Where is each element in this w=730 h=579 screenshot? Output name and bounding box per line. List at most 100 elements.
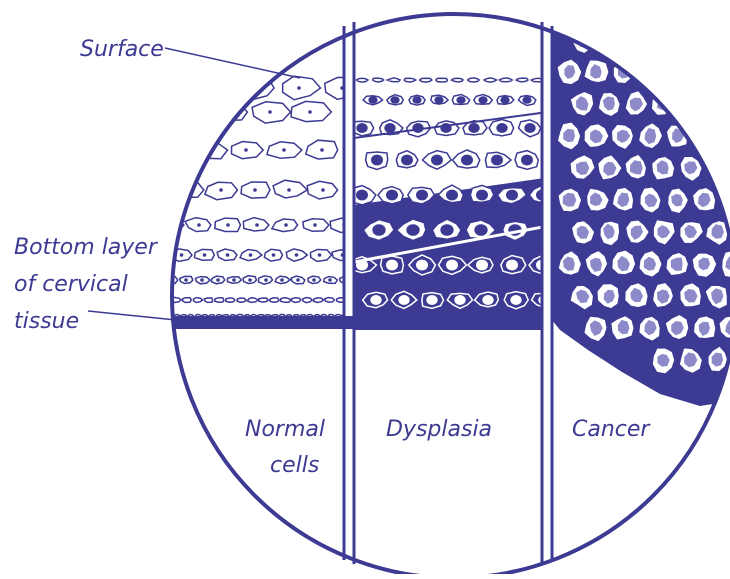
cell-nucleus bbox=[206, 148, 210, 152]
tissue-illustration bbox=[149, 0, 730, 406]
cell-nucleus bbox=[168, 148, 172, 152]
cell-nucleus bbox=[296, 278, 300, 282]
normal-cell bbox=[215, 298, 224, 303]
normal-cell-layer bbox=[149, 76, 359, 318]
cell-nucleus bbox=[282, 148, 286, 152]
cell-nucleus bbox=[328, 278, 332, 282]
cell-nucleus bbox=[698, 65, 709, 79]
cell-nucleus bbox=[491, 155, 503, 166]
cell-nucleus bbox=[711, 33, 723, 47]
cell-nucleus bbox=[401, 155, 413, 166]
cell-nucleus bbox=[416, 190, 428, 201]
dysplasia-cell bbox=[387, 78, 400, 82]
cell-nucleus bbox=[295, 253, 299, 257]
normal-cell bbox=[237, 298, 246, 302]
normal-cell bbox=[281, 298, 291, 303]
cell-nucleus bbox=[711, 161, 725, 175]
cancer-cell bbox=[651, 90, 675, 115]
dysplasia-cell bbox=[516, 78, 528, 82]
cell-nucleus bbox=[168, 223, 172, 227]
cell-nucleus bbox=[188, 110, 192, 114]
dysplasia-cell bbox=[357, 78, 368, 82]
cell-nucleus bbox=[524, 123, 535, 133]
normal-cell bbox=[340, 276, 353, 283]
cell-nucleus bbox=[631, 34, 642, 47]
cell-nucleus bbox=[726, 65, 730, 79]
normal-cell bbox=[182, 298, 191, 303]
cell-nucleus bbox=[232, 278, 236, 282]
cancer-cell bbox=[692, 60, 718, 85]
cancer-cell-mass bbox=[552, 0, 730, 406]
normal-cell bbox=[153, 140, 190, 160]
dysplasia-cell bbox=[484, 78, 496, 82]
cell-nucleus bbox=[684, 96, 696, 110]
normal-cell bbox=[270, 298, 279, 302]
dysplasia-cell bbox=[420, 78, 432, 82]
cell-nucleus bbox=[725, 194, 730, 207]
cell-nucleus bbox=[228, 110, 232, 114]
cell-nucleus bbox=[185, 188, 189, 192]
panel-label-normal-line2: cells bbox=[270, 453, 319, 478]
bottom-layer-label-line2: of cervical bbox=[14, 272, 128, 297]
cell-nucleus bbox=[478, 96, 487, 104]
cell-nucleus bbox=[384, 123, 395, 133]
cell-nucleus bbox=[226, 223, 230, 227]
cell-nucleus bbox=[318, 253, 322, 257]
cell-nucleus bbox=[248, 278, 252, 282]
cell-nucleus bbox=[386, 260, 398, 271]
cell-nucleus bbox=[370, 295, 381, 305]
cell-nucleus bbox=[386, 190, 398, 201]
cancer-cell bbox=[679, 92, 701, 117]
normal-cell bbox=[314, 298, 324, 303]
dysplasia-cell bbox=[373, 78, 384, 82]
cell-nucleus bbox=[446, 260, 458, 271]
cell-nucleus bbox=[398, 295, 409, 305]
cell-nucleus bbox=[657, 33, 669, 47]
cell-nucleus bbox=[725, 129, 730, 143]
cell-nucleus bbox=[356, 123, 367, 133]
normal-cell bbox=[204, 298, 212, 303]
cell-nucleus bbox=[226, 253, 230, 257]
normal-cell bbox=[172, 101, 211, 122]
cell-nucleus bbox=[434, 96, 443, 104]
cell-nucleus bbox=[644, 66, 656, 81]
cell-nucleus bbox=[280, 278, 284, 282]
dysplasia-cell bbox=[468, 78, 480, 82]
cell-nucleus bbox=[219, 188, 223, 192]
cell-nucleus bbox=[406, 224, 419, 236]
basement-membrane bbox=[170, 316, 542, 329]
normal-cell bbox=[149, 78, 187, 99]
surface-label: Surface bbox=[80, 37, 164, 62]
bottom-layer-label-line3: tissue bbox=[14, 309, 79, 334]
dysplasia-cell-layer bbox=[350, 78, 556, 330]
cell-nucleus bbox=[390, 96, 399, 104]
cell-nucleus bbox=[506, 190, 518, 201]
cell-nucleus bbox=[684, 33, 696, 47]
cell-nucleus bbox=[254, 86, 258, 90]
cancer-cell bbox=[706, 28, 728, 53]
cell-nucleus bbox=[287, 188, 291, 192]
dysplasia-cell bbox=[436, 78, 448, 82]
cancer-cell bbox=[707, 91, 730, 116]
cell-nucleus bbox=[356, 190, 368, 201]
cell-nucleus bbox=[368, 96, 377, 104]
cell-nucleus bbox=[197, 223, 201, 227]
cell-nucleus bbox=[244, 148, 248, 152]
cell-nucleus bbox=[284, 223, 288, 227]
cell-nucleus bbox=[203, 253, 207, 257]
normal-cell bbox=[226, 298, 235, 302]
cell-nucleus bbox=[454, 295, 465, 305]
panel-label-dysplasia: Dysplasia bbox=[386, 417, 492, 442]
cell-nucleus bbox=[496, 123, 507, 133]
cell-nucleus bbox=[321, 188, 325, 192]
cell-nucleus bbox=[506, 260, 518, 271]
cell-nucleus bbox=[264, 278, 268, 282]
dysplasia-cell bbox=[452, 78, 464, 82]
cell-nucleus bbox=[711, 96, 723, 110]
cell-nucleus bbox=[272, 253, 276, 257]
cell-nucleus bbox=[253, 188, 257, 192]
cell-nucleus bbox=[510, 295, 521, 305]
cell-nucleus bbox=[416, 260, 428, 271]
cell-nucleus bbox=[468, 123, 479, 133]
